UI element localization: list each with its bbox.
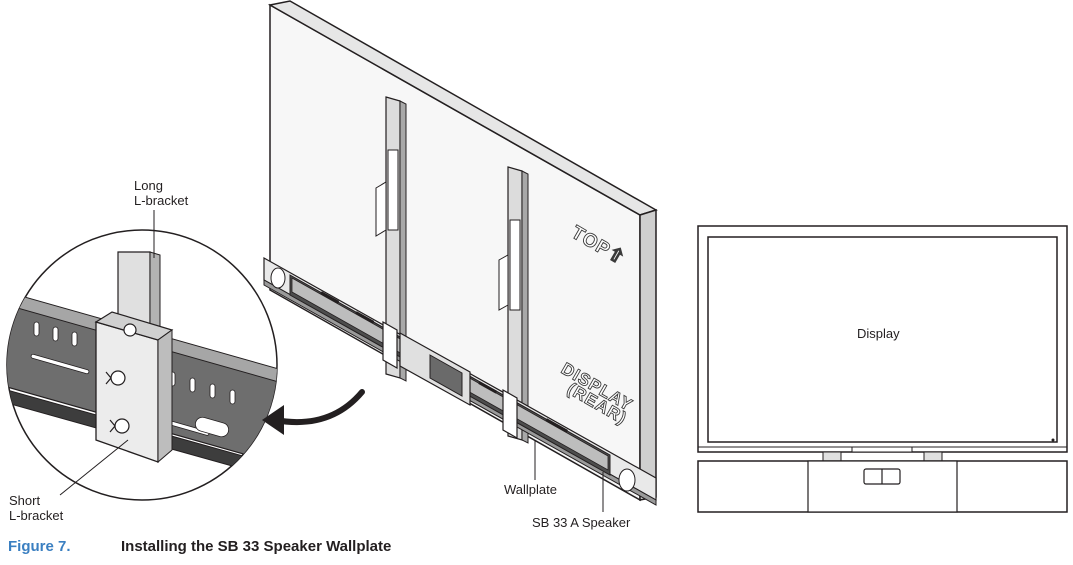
label-long-bracket-line1: Long bbox=[134, 178, 163, 193]
label-short-bracket-line2: L-bracket bbox=[9, 508, 64, 523]
figure-caption: Figure 7. Installing the SB 33 Speaker Wa… bbox=[8, 538, 391, 555]
detail-arrow bbox=[262, 389, 365, 435]
callout-leaders bbox=[59, 210, 604, 512]
display-rear-panel bbox=[267, 0, 658, 502]
display-mount-rail-left bbox=[375, 96, 407, 382]
label-speaker: SB 33 A Speaker bbox=[532, 515, 631, 530]
bracket-detail-zoom bbox=[6, 229, 278, 501]
label-wallplate: Wallplate bbox=[504, 482, 557, 497]
label-short-bracket: Short L-bracket bbox=[9, 493, 63, 523]
display-front-view bbox=[697, 225, 1068, 462]
figure-title: Installing the SB 33 Speaker Wallplate bbox=[121, 538, 392, 555]
speaker-front-view bbox=[697, 460, 1068, 513]
installation-illustration: TOP⇧ DISPLAY (REAR) bbox=[6, 0, 1068, 513]
figure-number: Figure 7. bbox=[8, 538, 71, 555]
wallplate bbox=[289, 274, 611, 476]
display-mount-rail-right bbox=[498, 166, 529, 444]
label-short-bracket-line1: Short bbox=[9, 493, 41, 508]
label-long-bracket-line2: L-bracket bbox=[134, 193, 189, 208]
label-display: Display bbox=[857, 326, 900, 341]
label-long-bracket: Long L-bracket bbox=[134, 178, 188, 208]
leader-short-bracket bbox=[59, 439, 129, 496]
